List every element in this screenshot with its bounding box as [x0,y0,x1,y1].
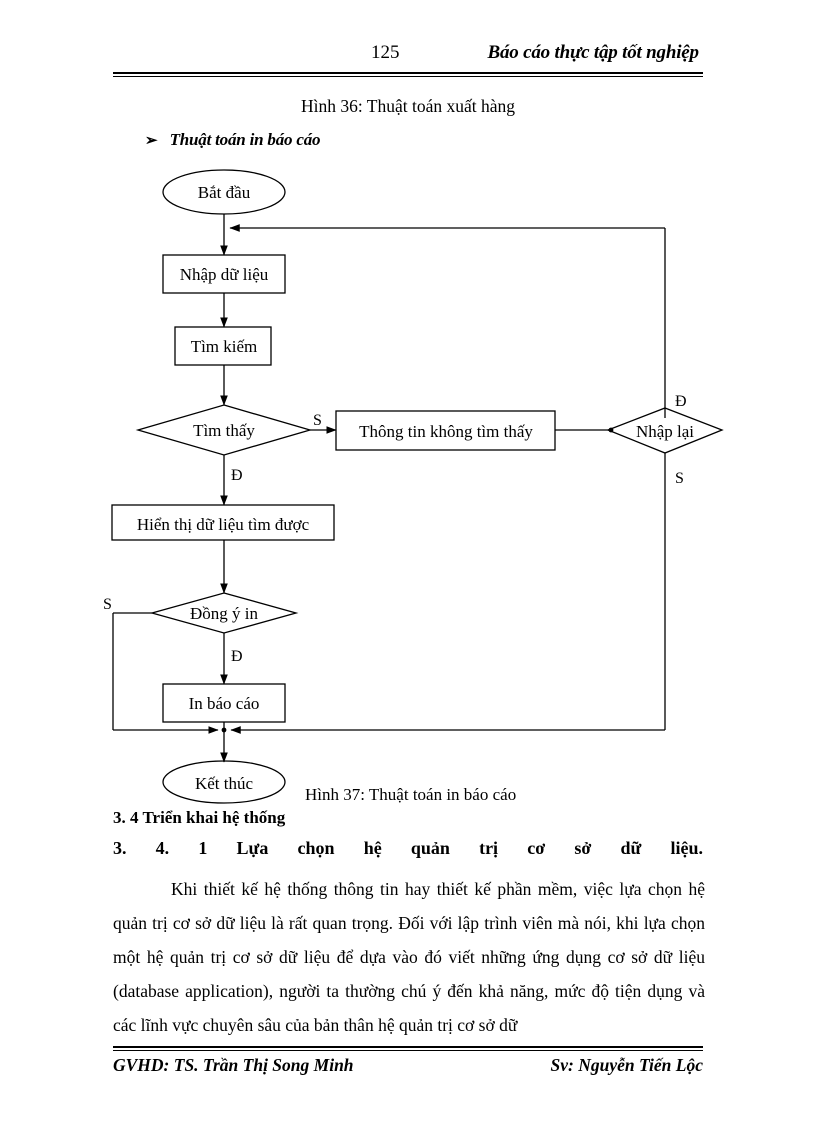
flow-branch-retry-no: S [675,470,684,487]
page-header: 125 Báo cáo thực tập tốt nghiệp [113,42,703,72]
flow-label-found: Tìm thấy [193,421,255,440]
bullet-heading: ➢ Thuật toán in báo cáo [145,130,320,150]
heading-3-4-1: 3. 4. 1 Lựa chọn hệ quản trị cơ sở dữ li… [113,838,703,858]
flow-branch-found-no: S [313,412,322,429]
flow-label-end: Kết thúc [195,774,254,793]
flow-node-search [174,326,272,366]
flow-branch-agree-no: S [103,596,112,613]
page-footer: GVHD: TS. Trần Thị Song Minh Sv: Nguyễn … [113,1055,703,1076]
flow-branch-agree-yes: Đ [231,648,243,665]
figure-36-caption: Hình 36: Thuật toán xuất hàng [300,96,516,116]
flow-label-input: Nhập dữ liệu [180,265,269,284]
body-paragraph: Khi thiết kế hệ thống thông tin hay thiế… [113,879,705,1035]
heading-3-4: 3. 4 Triển khai hệ thống [113,808,286,827]
flow-label-print: In báo cáo [189,694,260,713]
flow-node-end [162,760,286,804]
flow-label-start: Bắt đầu [198,183,251,202]
bullet-heading-label: Thuật toán in báo cáo [169,130,321,149]
header-rule [113,72,703,77]
header-title: Báo cáo thực tập tốt nghiệp [487,42,700,63]
flow-label-retry: Nhập lại [636,422,694,441]
flow-label-display: Hiển thị dữ liệu tìm được [137,515,310,534]
flow-branch-found-yes: Đ [231,467,243,484]
flow-label-agree: Đồng ý in [190,604,259,623]
flow-label-message: Thông tin không tìm thấy [359,422,533,441]
arrow-bullet-icon: ➢ [145,133,158,149]
flow-label-search: Tìm kiếm [191,337,258,356]
footer-supervisor: GVHD: TS. Trần Thị Song Minh [113,1055,354,1075]
flow-branch-retry-yes: Đ [675,393,687,410]
footer-rule [113,1046,703,1051]
flow-node-display [111,504,335,541]
footer-student: Sv: Nguyễn Tiến Lộc [550,1055,703,1075]
flowchart-figure-37: Bắt đầu Nhập dữ liệu Tìm kiếm Tìm thấy T… [0,150,816,810]
figure-37-caption: Hình 37: Thuật toán in báo cáo [305,785,517,804]
page-number: 125 [371,42,400,63]
